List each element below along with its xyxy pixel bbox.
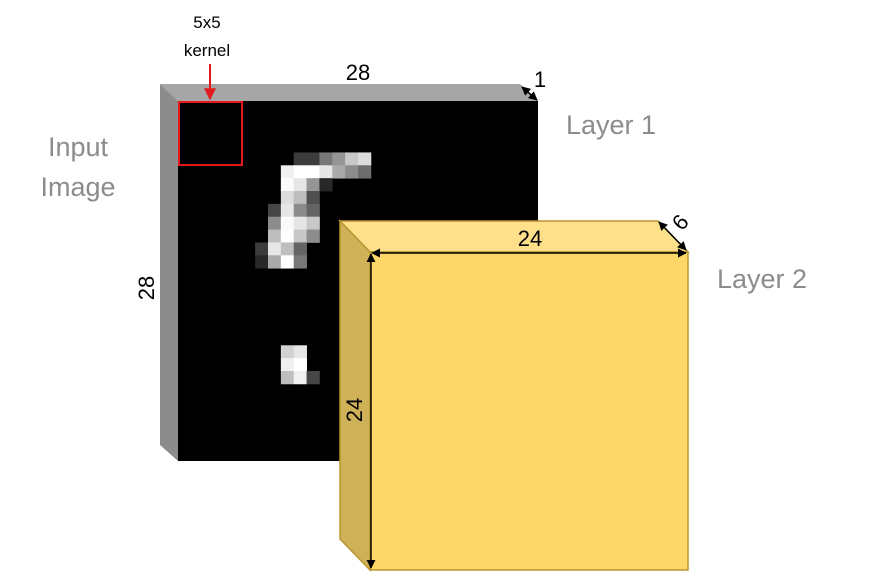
digit-pixel [293,203,307,218]
digit-pixel [280,358,295,372]
output-volume-side-face [339,219,371,572]
digit-pixel [319,165,333,179]
digit-pixel [332,152,346,166]
digit-pixel [268,203,282,218]
digit-pixel [255,242,269,256]
digit-pixel [306,203,320,218]
digit-pixel [358,165,372,179]
output-depth-arrow [658,221,687,251]
digit-pixel [306,165,320,179]
digit-pixel [280,216,295,230]
input-volume-top-face [160,84,538,101]
digit-pixel [319,152,333,166]
digit-pixel [345,165,359,179]
digit-pixel [280,371,295,385]
digit-pixel [293,165,307,179]
input-depth-arrow [521,86,538,101]
digit-pixel [306,371,320,385]
kernel-box [178,101,243,166]
input-image-label-line2: Image [40,172,115,202]
digit-pixel [268,255,282,269]
digit-pixel [306,152,320,166]
output-volume [338,219,690,572]
digit-pixel [268,216,282,230]
kernel-word-label: kernel [184,41,230,60]
input-volume-side-face [160,84,178,461]
digit-pixel [293,152,307,166]
digit-pixel [306,178,320,192]
digit-pixel [293,216,307,230]
digit-pixel [306,229,320,243]
output-depth-label: 6 [667,209,694,234]
digit-pixel [358,152,372,166]
digit-pixel [280,255,295,269]
layer2-label: Layer 2 [717,264,807,294]
input-width-label: 28 [346,60,370,85]
digit-pixel [332,165,346,179]
digit-pixel [293,191,307,205]
digit-pixel [280,165,295,179]
kernel-size-label: 5x5 [193,13,220,32]
digit-pixel [345,152,359,166]
digit-pixel [280,191,295,205]
digit-pixel [268,242,282,256]
output-width-label: 24 [518,226,542,251]
digit-pixel [319,178,333,192]
layer1-label: Layer 1 [566,110,656,140]
digit-pixel [255,255,269,269]
digit-pixel [268,229,282,243]
digit-pixel [293,345,307,359]
digit-pixel [293,242,307,256]
digit-pixel [280,203,295,218]
digit-pixel [293,255,307,269]
output-height-label: 24 [342,398,367,422]
digit-pixel [293,358,307,372]
output-volume-top-face [338,220,690,253]
digit-pixel [280,345,295,359]
digit-pixel [293,371,307,385]
digit-pixels [255,152,372,385]
digit-pixel [306,216,320,230]
input-image-label-line1: Input [48,132,109,162]
digit-pixel [280,229,295,243]
input-depth-label: 1 [534,67,546,92]
output-volume-front-face [369,251,689,571]
digit-pixel [280,178,295,192]
digit-pixel [293,229,307,243]
digit-pixel [280,242,295,256]
digit-pixel [293,178,307,192]
input-height-label: 28 [134,276,159,300]
digit-pixel [306,191,320,205]
